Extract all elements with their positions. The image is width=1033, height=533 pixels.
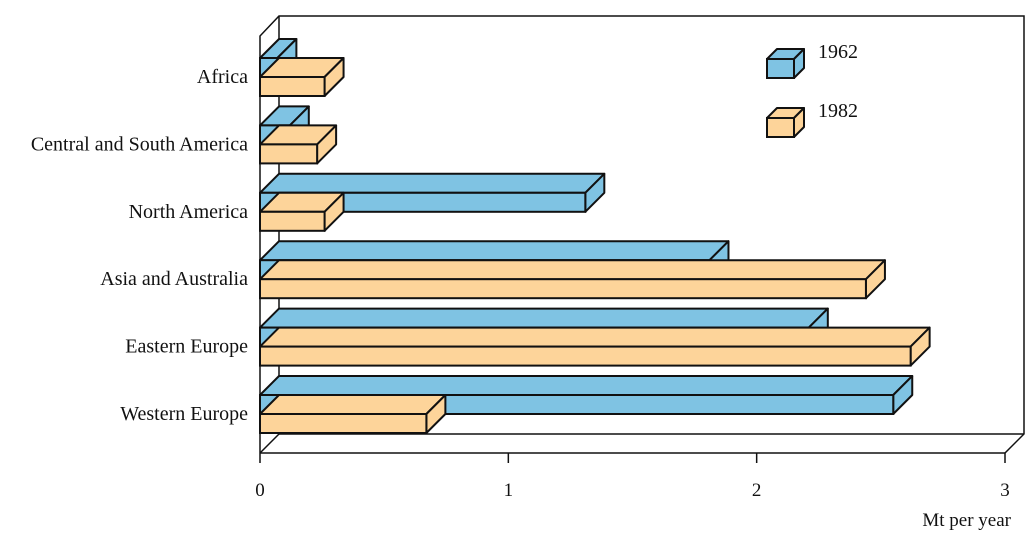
legend: 1962 1982 [766, 41, 858, 138]
bar-1982-4-front [259, 345, 912, 367]
category-label: Africa [197, 66, 248, 88]
bar-1982-3 [259, 259, 886, 300]
x-tick-label: 1 [504, 480, 514, 501]
bar-1982-4 [259, 326, 931, 367]
bar-1982-5 [259, 394, 447, 434]
category-label: North America [129, 201, 249, 223]
bar-1962-5-top [259, 375, 914, 396]
legend-label: 1982 [818, 100, 858, 122]
bar-1982-2-front [259, 210, 326, 232]
category-label: Central and South America [31, 133, 248, 155]
floor-left-edge [259, 433, 280, 454]
bar-1982-4-top [259, 326, 931, 348]
legend-swatch-front [766, 58, 795, 79]
category-label: Eastern Europe [125, 336, 248, 358]
bar-1962-3-top [259, 240, 730, 262]
x-tick-label: 0 [255, 480, 265, 501]
legend-swatch-1962 [766, 48, 805, 79]
legend-label: 1962 [818, 41, 858, 63]
bar-1982-3-top [259, 259, 886, 281]
category-label: Asia and Australia [100, 268, 248, 290]
bars-group [259, 38, 931, 434]
x-axis-label: Mt per year [922, 510, 1011, 531]
x-tick-label: 3 [1000, 480, 1010, 501]
bar-1982-1 [259, 124, 338, 165]
legend-swatch-1982 [766, 107, 805, 138]
bar-1982-1-front [259, 143, 319, 165]
back-walls [259, 15, 1025, 454]
bar-1982-3-front [259, 278, 867, 300]
bar-1962-2-top [259, 172, 606, 194]
bar-1982-0 [259, 57, 345, 97]
category-label: Western Europe [120, 403, 248, 425]
bar-1982-5-top [259, 394, 447, 415]
legend-swatch-front [766, 117, 795, 138]
x-axis-ticks: 0 1 2 3 [255, 453, 1010, 501]
bar-1982-0-front [259, 76, 326, 97]
bar-1962-4-top [259, 307, 829, 329]
bar-1982-2 [259, 191, 345, 232]
bar-1982-5-front [259, 413, 428, 434]
x-tick-label: 2 [752, 480, 762, 501]
